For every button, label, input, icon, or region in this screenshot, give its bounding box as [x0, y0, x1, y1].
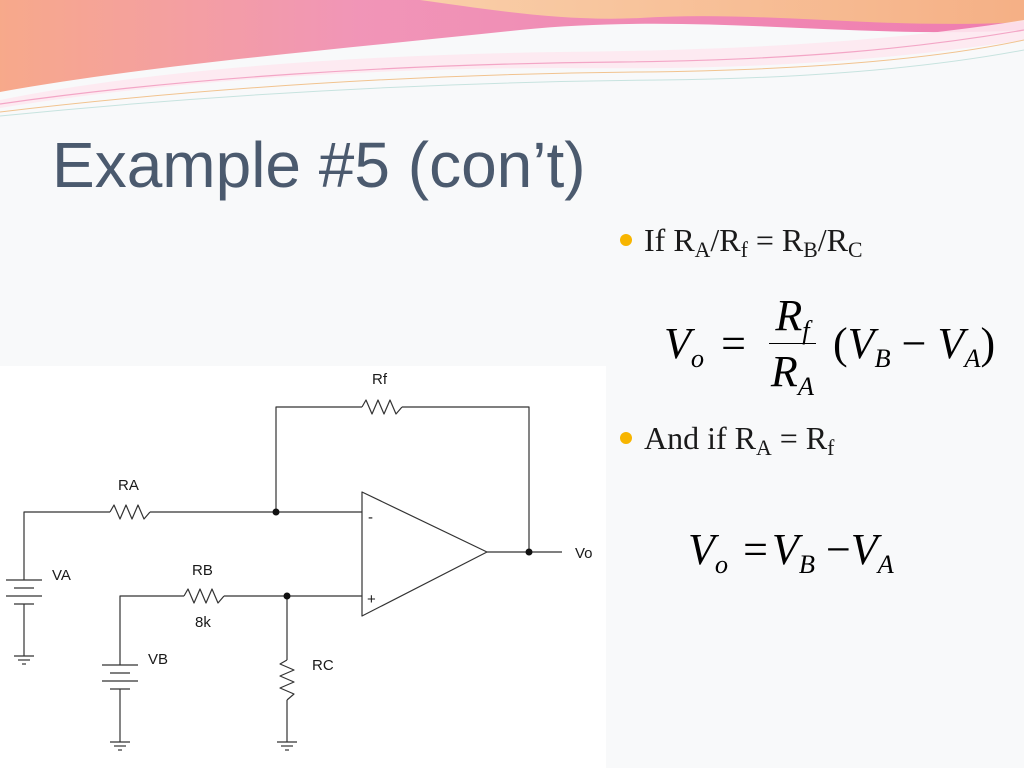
bullet-2-a-sub: A [756, 436, 772, 461]
battery-vb [102, 664, 138, 742]
bullet-2-f-sub: f [827, 436, 835, 461]
eq1-v1: V [847, 319, 875, 368]
bullet-1-c-sub: C [848, 238, 863, 263]
eq2-v2-sub: A [877, 549, 894, 580]
eq1-lhs: V [664, 319, 691, 368]
eq1-num: R [775, 291, 803, 340]
eq1-v1-sub: B [874, 343, 891, 374]
junction-inverting [272, 508, 280, 516]
eq2-equals: = [743, 525, 768, 574]
op-amp [361, 491, 488, 617]
equation-vo-general: Vo = Rf RA (VB − VA) [664, 290, 996, 399]
wire-feedback-right [402, 406, 530, 552]
bullet-1-b-sub: B [803, 238, 818, 263]
wire-va-top [23, 511, 110, 580]
eq1-close-paren: ) [980, 319, 996, 368]
wire-feedback-left [275, 406, 362, 512]
difference-amplifier-circuit: Rf RA RB 8k RC VA VB Vo - + [0, 366, 606, 768]
eq2-lhs-sub: o [714, 549, 729, 580]
label-vb: VB [148, 651, 168, 668]
header-wave-decoration [0, 0, 1024, 117]
equation-vo-difference: Vo =VB −VA [688, 524, 894, 577]
label-rb: RB [192, 562, 213, 579]
bullet-dot-icon [620, 233, 632, 246]
ground-va-icon [14, 655, 34, 665]
ground-rc-icon [277, 741, 297, 751]
eq1-minus: − [901, 319, 927, 368]
eq1-lhs-sub: o [690, 343, 705, 374]
label-noninverting-input: + [367, 591, 376, 608]
resistor-rb [183, 588, 225, 604]
resistor-rc [279, 659, 295, 701]
ground-vb-icon [110, 741, 130, 751]
eq1-equals: = [721, 319, 746, 368]
bullet-item-1: If RA/Rf = RB/RC [620, 222, 863, 263]
resistor-rf [361, 399, 403, 415]
bullet-2-prefix: And if R [644, 420, 756, 456]
eq2-v1: V [771, 525, 799, 574]
eq2-lhs: V [688, 525, 715, 574]
eq1-fraction: Rf RA [768, 290, 816, 399]
bullet-2-mid1: = R [771, 420, 828, 456]
bullet-item-2: And if RA = Rf [620, 420, 835, 461]
label-va: VA [52, 567, 71, 584]
eq1-v2: V [937, 319, 965, 368]
eq1-num-sub: f [802, 315, 810, 346]
eq2-minus: − [825, 525, 851, 574]
eq2-v1-sub: B [798, 549, 815, 580]
bullet-1-a-sub: A [694, 238, 711, 263]
eq1-den-sub: A [797, 371, 814, 402]
eq2-v2: V [850, 525, 878, 574]
label-rc: RC [312, 657, 334, 674]
label-rb-value: 8k [195, 614, 211, 631]
bullet-1-mid3: /R [817, 222, 848, 258]
bullet-1-mid1: /R [710, 222, 741, 258]
slide-title: Example #5 (con’t) [52, 129, 586, 201]
label-rf: Rf [372, 371, 388, 388]
label-inverting-input: - [368, 509, 373, 526]
bullet-1-prefix: If R [644, 222, 695, 258]
resistor-ra [109, 504, 151, 520]
label-vo: Vo [575, 545, 593, 562]
junction-output [525, 548, 533, 556]
eq1-open-paren: ( [832, 319, 848, 368]
bullet-1-f-sub: f [740, 238, 748, 263]
eq1-den: R [770, 347, 798, 396]
wire-vb-top [119, 595, 184, 665]
bullet-1-mid2: = R [747, 222, 804, 258]
bullet-dot-icon [620, 431, 632, 444]
junction-noninverting [283, 592, 291, 600]
battery-va [6, 579, 42, 656]
label-ra: RA [118, 477, 139, 494]
eq1-v2-sub: A [964, 343, 981, 374]
